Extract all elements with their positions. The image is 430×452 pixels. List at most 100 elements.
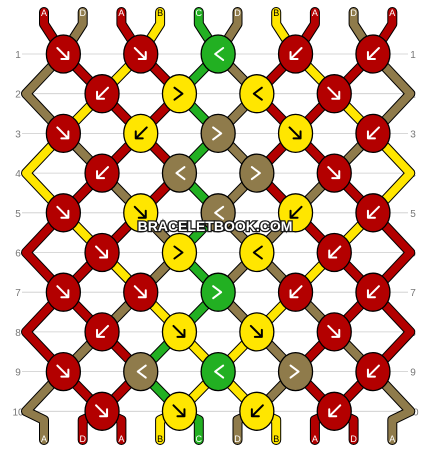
top-strand-label: D bbox=[79, 8, 86, 18]
knot bbox=[161, 391, 198, 431]
row-number-left: 8 bbox=[15, 328, 21, 339]
knot bbox=[161, 74, 198, 114]
knot-arrow-icon bbox=[289, 364, 300, 379]
knot bbox=[355, 351, 391, 392]
knot-arrow-icon bbox=[56, 47, 70, 60]
bottom-strand-label: D bbox=[350, 434, 357, 444]
bottom-strand-label: A bbox=[41, 434, 47, 444]
knot-arrow-icon bbox=[133, 205, 147, 219]
knot bbox=[239, 153, 275, 193]
knot bbox=[45, 34, 81, 74]
knot bbox=[355, 34, 391, 74]
knot bbox=[200, 272, 236, 312]
knot bbox=[277, 351, 314, 392]
knot-arrow-icon bbox=[214, 364, 225, 379]
knot-arrow-icon bbox=[288, 126, 302, 140]
knot-arrow-icon bbox=[173, 245, 184, 260]
knot-arrow-icon bbox=[289, 205, 303, 219]
knot bbox=[161, 312, 198, 352]
knot bbox=[45, 113, 81, 154]
row-number-left: 6 bbox=[15, 249, 21, 260]
row-number-left: 5 bbox=[15, 209, 21, 220]
knot bbox=[123, 193, 159, 233]
top-strand-label: A bbox=[118, 8, 124, 18]
knot bbox=[45, 351, 81, 392]
row-number-left: 9 bbox=[15, 368, 21, 379]
knot bbox=[84, 232, 120, 273]
knot-circle bbox=[200, 272, 236, 312]
knot bbox=[316, 74, 352, 114]
row-number-right: 5 bbox=[410, 209, 416, 220]
knot-circle bbox=[200, 193, 236, 233]
knot bbox=[84, 312, 120, 352]
top-strand-label: B bbox=[157, 8, 163, 18]
knot-arrow-icon bbox=[327, 86, 341, 100]
row-number-right: 1 bbox=[410, 50, 416, 61]
knot-arrow-icon bbox=[56, 364, 70, 378]
knot-arrow-icon bbox=[366, 205, 380, 219]
knot-arrow-icon bbox=[252, 245, 263, 260]
knot-arrow-icon bbox=[56, 285, 70, 299]
knot bbox=[277, 193, 314, 233]
knot bbox=[277, 272, 314, 312]
knot-circle bbox=[239, 232, 275, 273]
knot-arrow-icon bbox=[366, 126, 380, 140]
knot-arrow-icon bbox=[56, 126, 70, 140]
knot-arrow-icon bbox=[96, 86, 110, 100]
knot-circle bbox=[239, 153, 275, 193]
knot-arrow-icon bbox=[327, 166, 341, 180]
knot-arrow-icon bbox=[366, 285, 380, 299]
top-strand-label: C bbox=[196, 8, 203, 18]
knot-arrow-icon bbox=[136, 364, 147, 379]
bottom-strand-label: A bbox=[118, 434, 124, 444]
knot bbox=[200, 34, 236, 74]
knot bbox=[316, 391, 352, 431]
knot bbox=[161, 153, 198, 193]
knot-circle bbox=[239, 74, 275, 114]
knot bbox=[239, 312, 275, 352]
knot bbox=[45, 272, 81, 312]
knot bbox=[316, 153, 352, 193]
knot bbox=[200, 113, 236, 154]
knot bbox=[277, 34, 314, 74]
knot bbox=[277, 113, 314, 154]
knot bbox=[45, 193, 81, 233]
knot-arrow-icon bbox=[289, 285, 303, 299]
knot-circle bbox=[200, 34, 236, 74]
bottom-strand-label: A bbox=[312, 434, 318, 444]
knot bbox=[316, 312, 352, 352]
knot-arrow-icon bbox=[214, 205, 225, 220]
top-strand-label: A bbox=[389, 8, 395, 18]
knot-circle bbox=[277, 351, 314, 392]
knot bbox=[239, 232, 275, 273]
knot-arrow-icon bbox=[56, 205, 70, 219]
knot bbox=[239, 74, 275, 114]
knot-arrow-icon bbox=[214, 47, 225, 61]
bottom-strand-label: A bbox=[389, 434, 395, 444]
knot-arrow-icon bbox=[366, 47, 380, 60]
bottom-strand-label: B bbox=[157, 434, 163, 444]
knot bbox=[84, 153, 120, 193]
knot-arrow-icon bbox=[95, 245, 109, 259]
knot-circle bbox=[123, 351, 159, 392]
row-number-right: 9 bbox=[410, 368, 416, 379]
row-number-left: 1 bbox=[15, 50, 21, 61]
knot bbox=[200, 193, 236, 233]
knot-arrow-icon bbox=[134, 126, 148, 140]
knot-circle bbox=[200, 351, 236, 392]
knot-arrow-icon bbox=[327, 324, 341, 338]
row-number-left: 2 bbox=[15, 90, 21, 101]
knot-arrow-icon bbox=[95, 404, 109, 418]
bottom-strand-label: D bbox=[234, 434, 241, 444]
knot bbox=[355, 272, 391, 312]
knot-arrow-icon bbox=[133, 285, 147, 299]
knot bbox=[123, 351, 159, 392]
knot-arrow-icon bbox=[96, 166, 110, 180]
knot-circle bbox=[200, 113, 236, 154]
knot-arrow-icon bbox=[328, 404, 342, 418]
top-strand-label: B bbox=[273, 8, 279, 18]
knot-arrow-icon bbox=[212, 285, 223, 300]
knot-arrow-icon bbox=[172, 324, 186, 338]
